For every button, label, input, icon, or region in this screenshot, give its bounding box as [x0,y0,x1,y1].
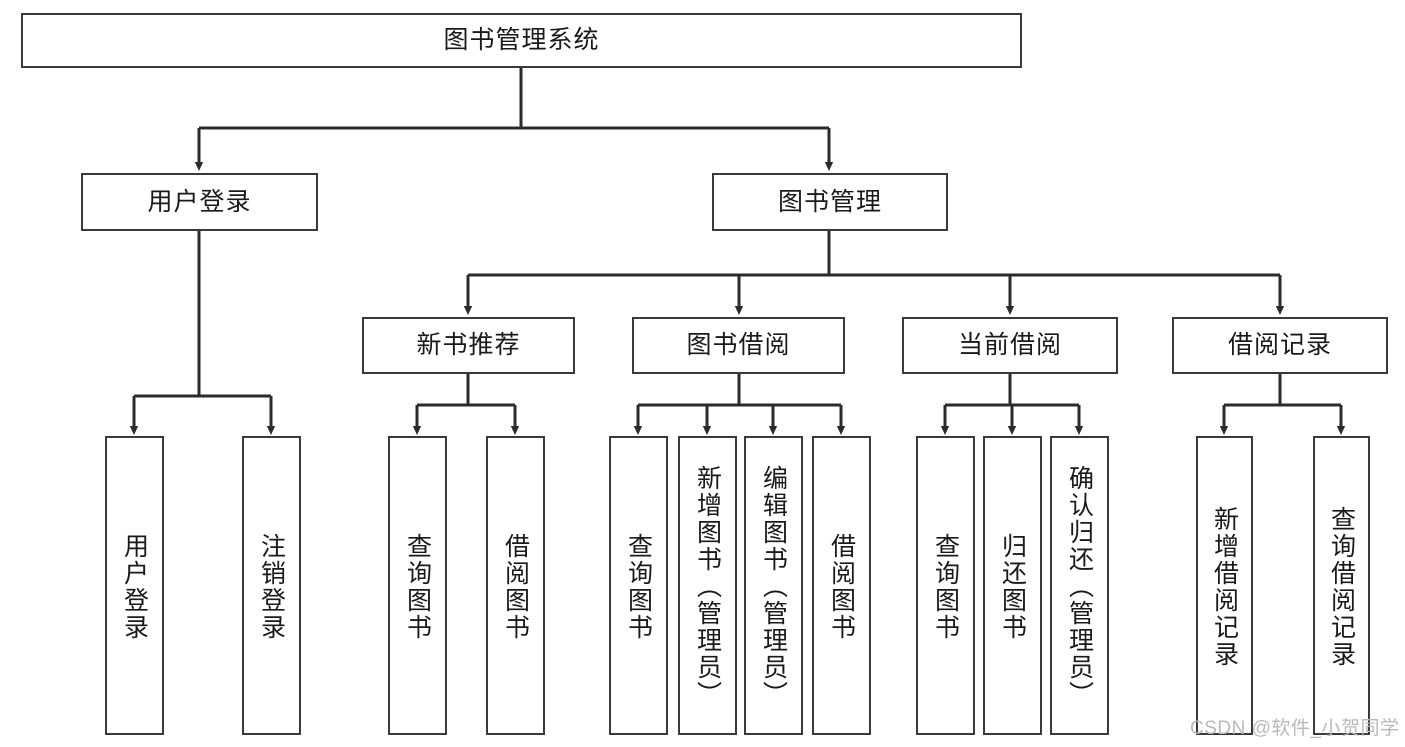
node-borrow-records-label: 借阅记录 [1227,331,1332,359]
leaf-query-book-2[interactable]: 查询图书 [609,436,668,735]
node-user-login[interactable]: 用户登录 [81,173,318,231]
leaf-borrow-book-2-label: 借阅图书 [827,532,856,641]
leaf-confirm-return-label: 确认归还（管理员） [1065,465,1094,708]
node-root-label: 图书管理系统 [443,26,600,54]
node-book-borrow[interactable]: 图书借阅 [632,317,845,374]
leaf-edit-book-label: 编辑图书（管理员） [759,465,788,708]
leaf-confirm-return[interactable]: 确认归还（管理员） [1050,436,1109,735]
node-borrow-records[interactable]: 借阅记录 [1172,317,1388,374]
leaf-query-book-3-label: 查询图书 [931,532,960,641]
leaf-query-book-2-label: 查询图书 [624,532,653,641]
node-current-borrow-label: 当前借阅 [957,331,1062,359]
node-book-management-label: 图书管理 [777,187,882,216]
node-new-book-recommend[interactable]: 新书推荐 [362,317,575,374]
leaf-borrow-book-1[interactable]: 借阅图书 [486,436,545,735]
leaf-return-book[interactable]: 归还图书 [983,436,1042,735]
leaf-edit-book[interactable]: 编辑图书（管理员） [744,436,803,735]
node-root[interactable]: 图书管理系统 [21,13,1022,68]
node-user-login-label: 用户登录 [147,187,252,216]
leaf-user-logout[interactable]: 注销登录 [242,436,301,735]
leaf-add-book[interactable]: 新增图书（管理员） [678,436,737,735]
leaf-query-borrow-record[interactable]: 查询借阅记录 [1313,436,1370,735]
leaf-user-login[interactable]: 用户登录 [105,436,164,735]
leaf-user-login-label: 用户登录 [120,532,149,641]
leaf-return-book-label: 归还图书 [998,532,1027,641]
watermark-text: CSDN @软件_小贺同学 [1190,718,1400,739]
node-book-management[interactable]: 图书管理 [712,173,948,231]
node-current-borrow[interactable]: 当前借阅 [902,317,1118,374]
leaf-query-borrow-record-label: 查询借阅记录 [1327,505,1356,668]
leaf-query-book-3[interactable]: 查询图书 [916,436,975,735]
leaf-query-book-1[interactable]: 查询图书 [388,436,447,735]
leaf-borrow-book-2[interactable]: 借阅图书 [812,436,871,735]
leaf-borrow-book-1-label: 借阅图书 [501,532,530,641]
leaf-add-borrow-record[interactable]: 新增借阅记录 [1196,436,1253,735]
node-book-borrow-label: 图书借阅 [686,331,791,359]
leaf-add-borrow-record-label: 新增借阅记录 [1210,505,1239,668]
node-new-book-recommend-label: 新书推荐 [416,331,521,359]
leaf-user-logout-label: 注销登录 [257,532,286,641]
leaf-add-book-label: 新增图书（管理员） [693,465,722,708]
leaf-query-book-1-label: 查询图书 [403,532,432,641]
